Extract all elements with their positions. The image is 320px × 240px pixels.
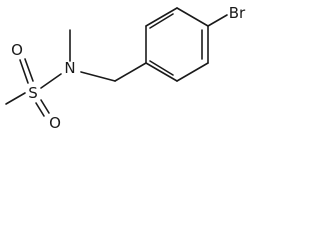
benzene-ring	[145, 7, 209, 82]
double-bond-sulfur-oxygen-bottom-a	[35, 102, 45, 117]
double-bond-sulfur-oxygen-bottom-b	[40, 99, 50, 114]
atom-nitrogen-label: N	[64, 59, 75, 77]
bond-ring-bromine	[207, 14, 228, 27]
ring-bond-bottom-left	[145, 62, 178, 82]
chemical-structure-diagram: Br N S O O	[5, 4, 246, 132]
ring-bond-bottom-right	[176, 62, 209, 82]
ring-double-bond-top-left	[149, 13, 174, 29]
bond-ring-ch2	[114, 62, 147, 82]
ring-bond-top-left	[145, 7, 178, 27]
bond-sulfur-methyl	[5, 92, 26, 105]
atom-oxygen-bottom-label: O	[49, 114, 61, 132]
atom-sulfur-label: S	[28, 84, 38, 102]
bond-ch2-nitrogen	[80, 71, 116, 82]
atom-oxygen-top-label: O	[11, 41, 23, 59]
atom-bromine-label: Br	[229, 4, 246, 22]
ring-double-bond-bottom-left	[149, 60, 174, 76]
ring-bond-top-right	[176, 7, 209, 27]
double-bond-sulfur-oxygen-top-a	[19, 59, 29, 84]
double-bond-sulfur-oxygen-top-b	[24, 58, 34, 82]
bond-nitrogen-sulfur	[40, 73, 62, 89]
